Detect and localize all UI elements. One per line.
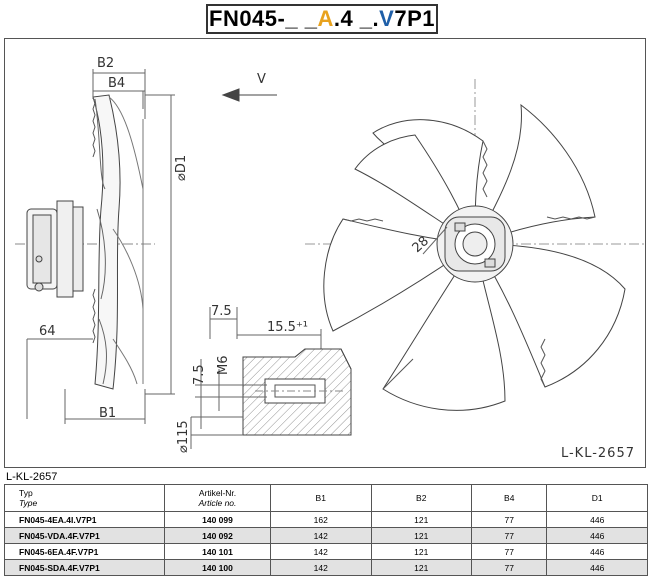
col-article-en: Article no.	[198, 498, 237, 508]
table-caption: L-KL-2657	[6, 471, 58, 483]
dim-d115: ⌀115	[176, 420, 191, 453]
cell-article: 140 092	[164, 527, 271, 544]
table-row: FN045-4EA.4I.V7P1 140 099 162 121 77 446	[4, 511, 648, 528]
col-type: Typ Type	[4, 484, 165, 512]
table-header-row: Typ Type Artikel-Nr. Article no. B1 B2 B…	[4, 484, 648, 512]
side-view	[15, 69, 175, 424]
cell-b1: 162	[270, 511, 372, 528]
cell-b2: 121	[370, 543, 472, 560]
cell-b1: 142	[270, 527, 372, 544]
hub-bolt-icon	[454, 222, 466, 232]
cell-d1: 446	[546, 527, 648, 544]
col-b4: B4	[470, 484, 548, 512]
col-type-en: Type	[19, 498, 38, 508]
dim-64: 64	[39, 324, 56, 339]
cell-b1: 142	[270, 543, 372, 560]
dim-d1: ⌀D1	[174, 155, 189, 181]
cell-d1: 446	[546, 543, 648, 560]
drawing-canvas: B2 B4 B1 64 ⌀D1 V	[15, 56, 645, 453]
cell-b2: 121	[370, 511, 472, 528]
cell-b4: 77	[470, 559, 548, 576]
col-article: Artikel-Nr. Article no.	[164, 484, 271, 512]
cell-article: 140 099	[164, 511, 271, 528]
cell-type: FN045-VDA.4F.V7P1	[4, 527, 165, 544]
dim-7-5-top: 7.5	[211, 304, 232, 319]
title-part-3: 7P1	[394, 6, 435, 31]
table-row: FN045-6EA.4F.V7P1 140 101 142 121 77 446	[4, 543, 648, 560]
drawing-code: L-KL-2657	[560, 446, 635, 461]
cell-b4: 77	[470, 543, 548, 560]
table-row: FN045-SDA.4F.V7P1 140 100 142 121 77 446	[4, 559, 648, 576]
dim-b2: B2	[97, 56, 114, 71]
title-part-2: .4 _.	[333, 6, 380, 31]
technical-drawing: B2 B4 B1 64 ⌀D1 V	[4, 38, 646, 468]
cell-b4: 77	[470, 527, 548, 544]
cell-type: FN045-4EA.4I.V7P1	[4, 511, 165, 528]
cell-article: 140 101	[164, 543, 271, 560]
dim-15-5: 15.5⁺¹	[267, 320, 308, 335]
cell-b2: 121	[370, 527, 472, 544]
title-part-1: FN045-_ _	[209, 6, 318, 31]
dim-m6: M6	[216, 356, 231, 376]
hub-bolt-icon-2	[484, 258, 496, 268]
view-label: V	[257, 72, 266, 87]
dim-b1: B1	[99, 406, 116, 421]
col-article-de: Artikel-Nr.	[198, 488, 237, 498]
title-accent-v: V	[379, 6, 395, 31]
cell-b1: 142	[270, 559, 372, 576]
col-b2: B2	[370, 484, 472, 512]
cell-type: FN045-6EA.4F.V7P1	[4, 543, 165, 560]
cell-article: 140 100	[164, 559, 271, 576]
view-arrow-icon	[221, 88, 277, 102]
cell-d1: 446	[546, 511, 648, 528]
col-d1: D1	[546, 484, 648, 512]
cell-b4: 77	[470, 511, 548, 528]
detail-section	[190, 307, 352, 449]
title-accent-a: A	[317, 6, 334, 31]
cell-b2: 121	[370, 559, 472, 576]
cable-gland-icon	[34, 282, 44, 292]
blade-profile	[92, 94, 121, 390]
spec-table: Typ Type Artikel-Nr. Article no. B1 B2 B…	[4, 484, 648, 576]
col-b1: B1	[270, 484, 372, 512]
front-view-impeller	[305, 79, 645, 411]
cell-type: FN045-SDA.4F.V7P1	[4, 559, 165, 576]
cell-d1: 446	[546, 559, 648, 576]
dim-7-5-side: 7.5	[192, 364, 207, 385]
col-type-de: Typ	[19, 488, 33, 498]
dim-b4: B4	[108, 76, 125, 91]
table-row: FN045-VDA.4F.V7P1 140 092 142 121 77 446	[4, 527, 648, 544]
